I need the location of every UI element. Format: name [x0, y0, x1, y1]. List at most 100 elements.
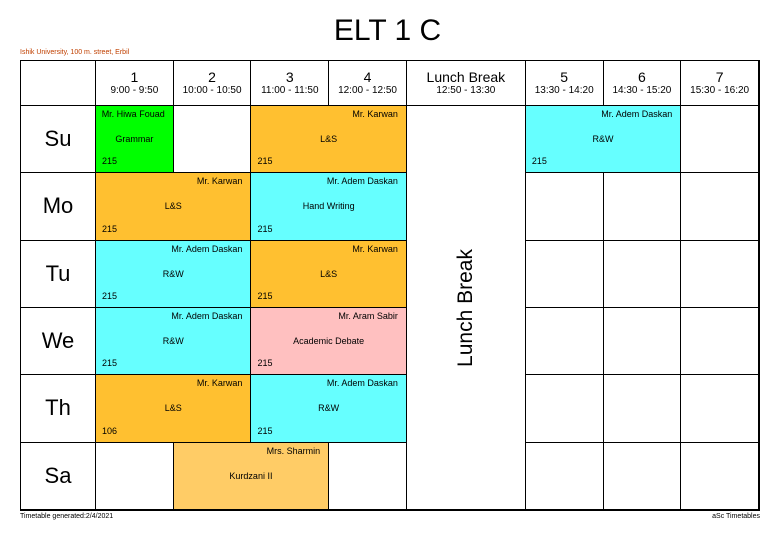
lesson-room: 215: [257, 291, 273, 301]
period-number: Lunch Break: [426, 69, 506, 85]
day-name: Su: [44, 126, 72, 152]
empty-slot: [525, 442, 604, 510]
lunch-break-column: Lunch Break: [406, 106, 526, 510]
period-number: 2: [208, 69, 216, 85]
period-number: 3: [285, 69, 294, 85]
lesson-teacher: Mr. Karwan: [196, 176, 243, 187]
corner-cell: [21, 61, 96, 106]
empty-slot: [525, 308, 604, 376]
empty-slot: [681, 442, 759, 510]
empty-slot: [603, 308, 682, 376]
period-number: 5: [560, 69, 569, 85]
lesson-room: 215: [257, 425, 273, 436]
empty-slot: [681, 308, 759, 376]
empty-slot: [603, 240, 682, 308]
empty-slot: [96, 442, 174, 510]
day-name: Th: [45, 395, 71, 421]
lesson-teacher: Mr. Adem Daskan: [326, 176, 398, 187]
day-label: Su: [21, 106, 96, 174]
empty-slot: [329, 442, 407, 510]
lesson-room: 215: [102, 156, 118, 167]
day-label: Sa: [21, 442, 96, 510]
lesson-subject: R&W: [162, 336, 184, 347]
lesson-room: 215: [257, 358, 273, 369]
period-number: 1: [130, 69, 139, 85]
empty-slot: [525, 240, 604, 308]
lesson-room: 215: [102, 291, 118, 301]
period-time: 11:00 - 11:50: [261, 85, 319, 96]
period-time: 15:30 - 16:20: [690, 85, 750, 96]
lesson-subject: R&W: [318, 403, 340, 414]
lesson-subject: Kurdzani II: [229, 470, 273, 481]
empty-slot: [525, 375, 604, 443]
empty-slot: [603, 173, 682, 241]
lesson-room: 215: [257, 156, 273, 167]
empty-slot: [173, 106, 252, 174]
period-number: 7: [715, 69, 724, 85]
lesson-room: 215: [257, 223, 273, 234]
day-label: Tu: [21, 240, 96, 308]
empty-slot: [525, 173, 604, 241]
day-name: We: [41, 328, 75, 354]
lesson-teacher: Mr. Adem Daskan: [326, 378, 398, 389]
lesson-subject: Grammar: [115, 134, 154, 145]
empty-slot: [603, 442, 682, 510]
lesson-subject: Academic Debate: [293, 336, 365, 347]
period-time: 14:30 - 15:20: [612, 85, 672, 96]
lesson-room: 106: [102, 425, 118, 436]
lesson-room: 215: [102, 358, 118, 369]
empty-slot: [681, 375, 759, 443]
lesson-subject: Hand Writing: [302, 201, 355, 212]
lunch-break-label: Lunch Break: [453, 248, 477, 367]
lesson-teacher: Mr. Adem Daskan: [601, 109, 673, 119]
lesson-teacher: Mr. Karwan: [352, 243, 398, 254]
day-label: We: [21, 308, 96, 376]
lesson-subject: R&W: [592, 134, 614, 145]
lesson-subject: L&S: [320, 268, 338, 279]
period-time: 10:00 - 10:50: [182, 85, 242, 96]
period-number: 6: [638, 69, 646, 85]
period-time: 12:50 - 13:30: [436, 85, 496, 96]
lesson-subject: R&W: [162, 268, 184, 279]
day-label: Mo: [21, 173, 96, 241]
period-time: 13:30 - 14:20: [534, 85, 594, 96]
day-name: Mo: [42, 193, 74, 219]
period-time: 12:00 - 12:50: [338, 85, 397, 96]
day-label: Th: [21, 375, 96, 443]
timetable-title: ELT 1 C: [333, 14, 442, 47]
brand-label: aSc Timetables: [712, 513, 760, 520]
day-name: Tu: [45, 260, 71, 286]
lesson-subject: L&S: [164, 201, 182, 212]
lesson-teacher: Mr. Hiwa Fouad: [101, 109, 165, 119]
lesson-teacher: Mrs. Sharmin: [266, 445, 321, 456]
lesson-teacher: Mr. Karwan: [352, 109, 398, 119]
lesson-teacher: Mr. Adem Daskan: [171, 243, 243, 254]
school-address: Ishik University, 100 m. street, Erbil: [20, 49, 130, 56]
lesson-subject: L&S: [164, 403, 182, 414]
period-number: 4: [363, 69, 372, 85]
lesson-teacher: Mr. Karwan: [196, 378, 243, 389]
empty-slot: [603, 375, 682, 443]
empty-slot: [681, 173, 759, 241]
